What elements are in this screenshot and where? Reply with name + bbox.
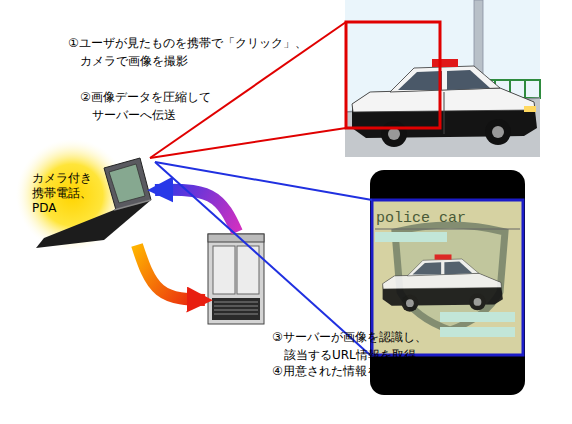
car-upper [383,273,502,289]
car-hub [406,299,414,307]
view-line [155,162,372,200]
server-box: ③サーバーが画像を認識し、 該当するURL情報を取得 [205,232,267,324]
info-bar [440,327,515,337]
phone-lid [104,158,151,210]
step-text: ②画像データを圧縮して サーバーへ伝送 [80,88,220,124]
title-underline [375,229,520,230]
car-door-line [444,92,445,134]
vent-line [214,306,258,307]
phone-screen: police car [370,170,525,395]
phone-device: カメラ付き 携帯電話、 PDA [25,150,155,245]
car-hub [492,126,504,138]
photo-sky [345,0,540,157]
car-wheel [401,295,418,312]
car-light [432,59,458,67]
car-window [447,70,490,90]
info-bar [375,232,447,242]
car-hub [474,298,482,306]
car-hub [388,128,400,140]
car-headlight [524,106,536,112]
car-window [398,71,442,90]
car-light [435,254,452,259]
upload-arrow [137,245,205,300]
vent-line [214,302,258,303]
selection-box [346,22,440,128]
car-wheel [381,121,407,147]
server-panel [213,246,235,294]
info-bar [440,312,515,322]
step-text: ④用意された情報を携帯画面で表示 [272,362,463,380]
device-label: カメラ付き 携帯電話、 PDA [32,171,96,216]
vent-line [214,310,258,311]
car-cabin [407,259,479,276]
car-cabin [390,66,500,92]
server-top [208,234,264,242]
car-wheel [469,293,486,310]
response-arrow [155,190,237,232]
vent-line [214,314,258,315]
server-vent [212,298,260,320]
fence-post [524,80,526,98]
phone-hinge [114,200,151,210]
view-line [150,128,346,158]
car-window [444,262,472,275]
car-window [413,262,442,274]
car-wheel [485,119,511,145]
step-text: ③サーバーが画像を認識し、 該当するURL情報を取得 [272,328,434,364]
step-text: ①ユーザが見たものを携帯で「クリック」、 カメラで画像を撮影 [68,34,314,70]
phone-screen-small [109,164,145,203]
server-panel [237,246,259,294]
server-body [208,234,264,324]
view-line [155,162,370,355]
result-title: police car [376,210,521,228]
